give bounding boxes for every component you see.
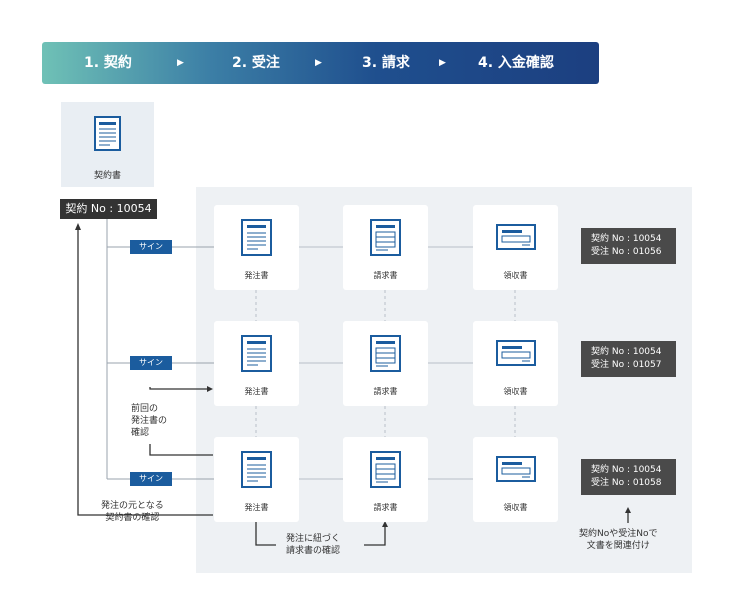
order-doc-card: 発注書 [214,321,299,406]
contract-card [61,102,154,187]
doc-label: 領収書 [503,387,528,396]
sign-badge: サイン [130,240,172,254]
contract-number: 契約 No : 10054 [591,234,662,244]
number-box: 契約 No : 10054 受注 No : 01056 [581,228,676,264]
order-number: 受注 No : 01057 [591,360,662,370]
step-invoice: 3. 請求 [362,55,410,71]
invoice-document-icon [370,335,401,372]
doc-label: 発注書 [244,387,269,396]
step-order: 2. 受注 [232,55,280,71]
order-document-icon [241,335,272,372]
sign-badge: サイン [130,356,172,370]
invoice-document-icon [370,451,401,488]
number-box: 契約 No : 10054 受注 No : 01057 [581,341,676,377]
receipt-icon [496,456,536,482]
order-doc-card: 発注書 [214,437,299,522]
note-invoice-check: 発注に紐づく 請求書の確認 [286,534,341,556]
order-number: 受注 No : 01058 [591,478,662,488]
number-box: 契約 No : 10054 受注 No : 01058 [581,459,676,495]
doc-label: 請求書 [373,271,398,280]
order-document-icon [241,451,272,488]
doc-label: 発注書 [244,271,269,280]
step-payment-check: 4. 入金確認 [478,55,554,71]
doc-label: 請求書 [373,387,398,396]
doc-label: 領収書 [503,503,528,512]
receipt-doc-card: 領収書 [473,205,558,290]
doc-label: 領収書 [503,271,528,280]
order-number: 受注 No : 01056 [591,247,662,257]
invoice-document-icon [370,219,401,256]
doc-label: 発注書 [244,503,269,512]
invoice-doc-card: 請求書 [343,321,428,406]
note-previous-order: 前回の 発注書の 確認 [131,404,168,438]
receipt-icon [496,224,536,250]
document-icon [94,116,121,151]
step-contract: 1. 契約 [84,55,132,71]
receipt-doc-card: 領収書 [473,437,558,522]
invoice-doc-card: 請求書 [343,205,428,290]
order-document-icon [241,219,272,256]
step-arrow-icon: ▶ [439,58,446,68]
contract-label: 契約書 [93,171,121,181]
sign-badge: サイン [130,472,172,486]
doc-label: 請求書 [373,503,398,512]
note-relate-documents: 契約Noや受注Noで 文書を関連付け [579,529,658,551]
invoice-doc-card: 請求書 [343,437,428,522]
receipt-doc-card: 領収書 [473,321,558,406]
process-step-bar: 1. 契約 ▶ 2. 受注 ▶ 3. 請求 ▶ 4. 入金確認 [42,42,599,84]
step-arrow-icon: ▶ [315,58,322,68]
contract-number: 契約 No : 10054 [591,347,662,357]
receipt-icon [496,340,536,366]
order-doc-card: 発注書 [214,205,299,290]
step-arrow-icon: ▶ [177,58,184,68]
note-contract-check: 発注の元となる 契約書の確認 [101,501,164,523]
contract-number-badge: 契約 No : 10054 [60,199,157,219]
contract-number: 契約 No : 10054 [591,465,662,475]
